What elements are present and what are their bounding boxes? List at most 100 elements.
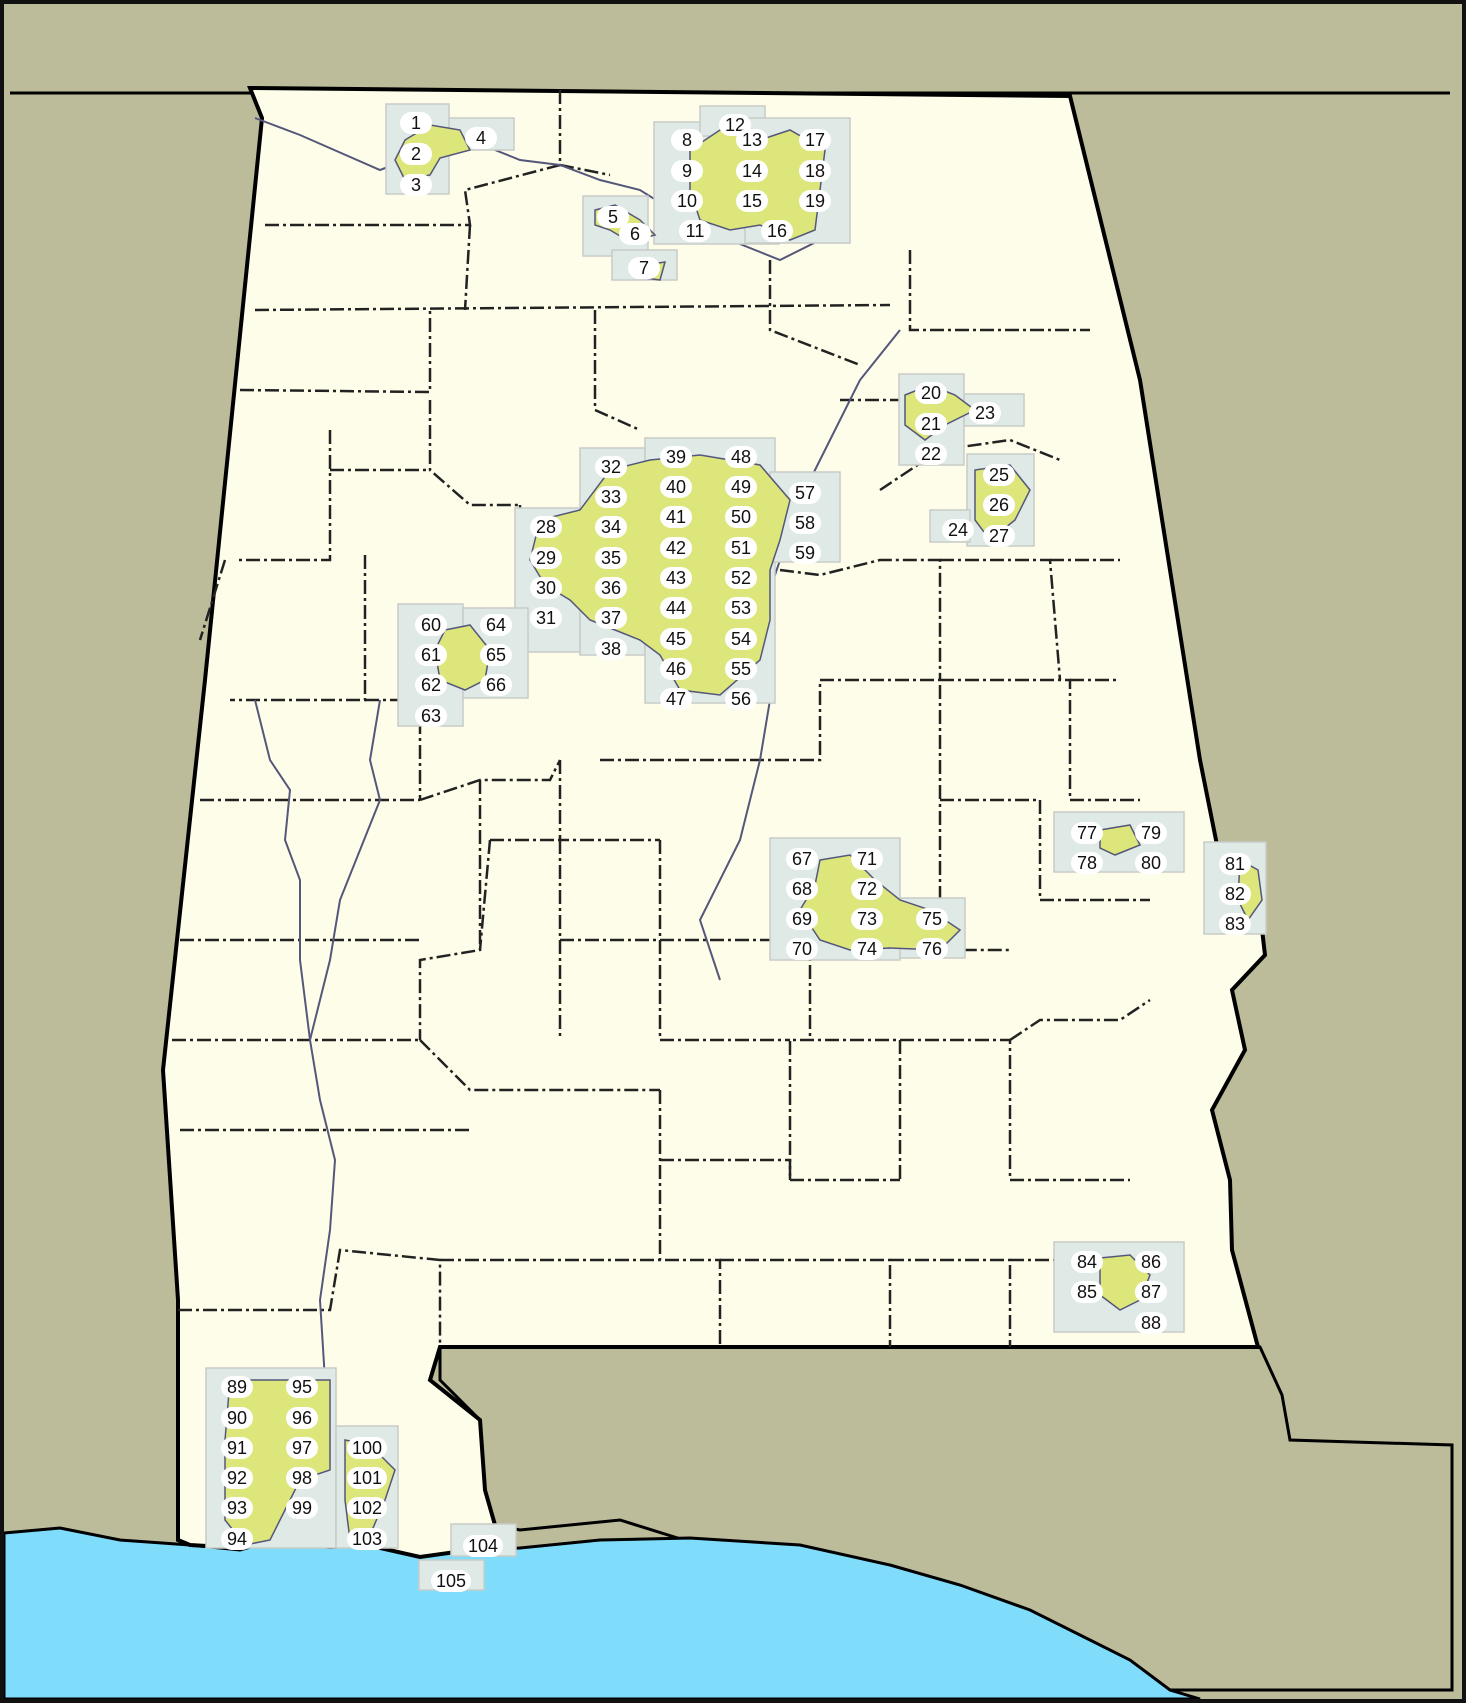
tile-3[interactable]: 3 bbox=[400, 174, 432, 196]
tile-13[interactable]: 13 bbox=[736, 129, 768, 151]
tile-14[interactable]: 14 bbox=[736, 160, 768, 182]
tile-30[interactable]: 30 bbox=[530, 577, 562, 599]
tile-68[interactable]: 68 bbox=[786, 878, 818, 900]
tile-82[interactable]: 82 bbox=[1219, 883, 1251, 905]
tile-54[interactable]: 54 bbox=[725, 628, 757, 650]
tile-72[interactable]: 72 bbox=[851, 878, 883, 900]
tile-39[interactable]: 39 bbox=[660, 446, 692, 468]
tile-42[interactable]: 42 bbox=[660, 537, 692, 559]
tile-63[interactable]: 63 bbox=[415, 705, 447, 727]
tile-76[interactable]: 76 bbox=[916, 938, 948, 960]
tile-102[interactable]: 102 bbox=[347, 1497, 387, 1519]
tile-5[interactable]: 5 bbox=[597, 206, 629, 228]
tile-31[interactable]: 31 bbox=[530, 607, 562, 629]
tile-61[interactable]: 61 bbox=[415, 644, 447, 666]
tile-104[interactable]: 104 bbox=[463, 1535, 503, 1557]
tile-59[interactable]: 59 bbox=[789, 542, 821, 564]
tile-67[interactable]: 67 bbox=[786, 848, 818, 870]
tile-46[interactable]: 46 bbox=[660, 658, 692, 680]
tile-78[interactable]: 78 bbox=[1071, 852, 1103, 874]
tile-15[interactable]: 15 bbox=[736, 190, 768, 212]
tile-92[interactable]: 92 bbox=[221, 1467, 253, 1489]
tile-37[interactable]: 37 bbox=[595, 607, 627, 629]
tile-96[interactable]: 96 bbox=[286, 1407, 318, 1429]
tile-25[interactable]: 25 bbox=[983, 464, 1015, 486]
tile-18[interactable]: 18 bbox=[799, 160, 831, 182]
tile-49[interactable]: 49 bbox=[725, 476, 757, 498]
tile-17[interactable]: 17 bbox=[799, 129, 831, 151]
tile-89[interactable]: 89 bbox=[221, 1376, 253, 1398]
tile-2[interactable]: 2 bbox=[400, 143, 432, 165]
tile-35[interactable]: 35 bbox=[595, 547, 627, 569]
tile-55[interactable]: 55 bbox=[725, 658, 757, 680]
tile-38[interactable]: 38 bbox=[595, 638, 627, 660]
tile-100[interactable]: 100 bbox=[347, 1437, 387, 1459]
tile-80[interactable]: 80 bbox=[1135, 852, 1167, 874]
tile-33[interactable]: 33 bbox=[595, 486, 627, 508]
tile-85[interactable]: 85 bbox=[1071, 1281, 1103, 1303]
tile-9[interactable]: 9 bbox=[671, 160, 703, 182]
tile-93[interactable]: 93 bbox=[221, 1497, 253, 1519]
tile-77[interactable]: 77 bbox=[1071, 822, 1103, 844]
tile-98[interactable]: 98 bbox=[286, 1467, 318, 1489]
tile-29[interactable]: 29 bbox=[530, 547, 562, 569]
tile-6[interactable]: 6 bbox=[619, 223, 651, 245]
tile-51[interactable]: 51 bbox=[725, 537, 757, 559]
tile-83[interactable]: 83 bbox=[1219, 913, 1251, 935]
tile-56[interactable]: 56 bbox=[725, 688, 757, 710]
tile-34[interactable]: 34 bbox=[595, 516, 627, 538]
tile-16[interactable]: 16 bbox=[761, 220, 793, 242]
tile-8[interactable]: 8 bbox=[671, 129, 703, 151]
tile-75[interactable]: 75 bbox=[916, 908, 948, 930]
tile-41[interactable]: 41 bbox=[660, 506, 692, 528]
tile-27[interactable]: 27 bbox=[983, 525, 1015, 547]
tile-26[interactable]: 26 bbox=[983, 494, 1015, 516]
tile-95[interactable]: 95 bbox=[286, 1376, 318, 1398]
tile-50[interactable]: 50 bbox=[725, 506, 757, 528]
tile-28[interactable]: 28 bbox=[530, 516, 562, 538]
tile-19[interactable]: 19 bbox=[799, 190, 831, 212]
tile-23[interactable]: 23 bbox=[969, 402, 1001, 424]
tile-65[interactable]: 65 bbox=[480, 644, 512, 666]
tile-57[interactable]: 57 bbox=[789, 482, 821, 504]
tile-1[interactable]: 1 bbox=[400, 112, 432, 134]
tile-22[interactable]: 22 bbox=[915, 443, 947, 465]
tile-52[interactable]: 52 bbox=[725, 567, 757, 589]
tile-90[interactable]: 90 bbox=[221, 1407, 253, 1429]
tile-99[interactable]: 99 bbox=[286, 1497, 318, 1519]
tile-11[interactable]: 11 bbox=[679, 220, 711, 242]
tile-32[interactable]: 32 bbox=[595, 456, 627, 478]
tile-44[interactable]: 44 bbox=[660, 597, 692, 619]
tile-97[interactable]: 97 bbox=[286, 1437, 318, 1459]
tile-66[interactable]: 66 bbox=[480, 674, 512, 696]
tile-86[interactable]: 86 bbox=[1135, 1251, 1167, 1273]
tile-45[interactable]: 45 bbox=[660, 628, 692, 650]
tile-60[interactable]: 60 bbox=[415, 614, 447, 636]
tile-103[interactable]: 103 bbox=[347, 1528, 387, 1550]
tile-81[interactable]: 81 bbox=[1219, 853, 1251, 875]
tile-7[interactable]: 7 bbox=[628, 257, 660, 279]
tile-91[interactable]: 91 bbox=[221, 1437, 253, 1459]
tile-24[interactable]: 24 bbox=[942, 519, 974, 541]
tile-88[interactable]: 88 bbox=[1135, 1312, 1167, 1334]
tile-20[interactable]: 20 bbox=[915, 382, 947, 404]
tile-47[interactable]: 47 bbox=[660, 688, 692, 710]
tile-62[interactable]: 62 bbox=[415, 674, 447, 696]
tile-69[interactable]: 69 bbox=[786, 908, 818, 930]
tile-79[interactable]: 79 bbox=[1135, 822, 1167, 844]
tile-74[interactable]: 74 bbox=[851, 938, 883, 960]
tile-10[interactable]: 10 bbox=[671, 190, 703, 212]
tile-101[interactable]: 101 bbox=[347, 1467, 387, 1489]
tile-71[interactable]: 71 bbox=[851, 848, 883, 870]
tile-40[interactable]: 40 bbox=[660, 476, 692, 498]
tile-43[interactable]: 43 bbox=[660, 567, 692, 589]
tile-4[interactable]: 4 bbox=[465, 127, 497, 149]
tile-53[interactable]: 53 bbox=[725, 597, 757, 619]
tile-64[interactable]: 64 bbox=[480, 614, 512, 636]
tile-36[interactable]: 36 bbox=[595, 577, 627, 599]
tile-105[interactable]: 105 bbox=[431, 1570, 471, 1592]
tile-58[interactable]: 58 bbox=[789, 512, 821, 534]
tile-48[interactable]: 48 bbox=[725, 446, 757, 468]
tile-84[interactable]: 84 bbox=[1071, 1251, 1103, 1273]
tile-87[interactable]: 87 bbox=[1135, 1281, 1167, 1303]
